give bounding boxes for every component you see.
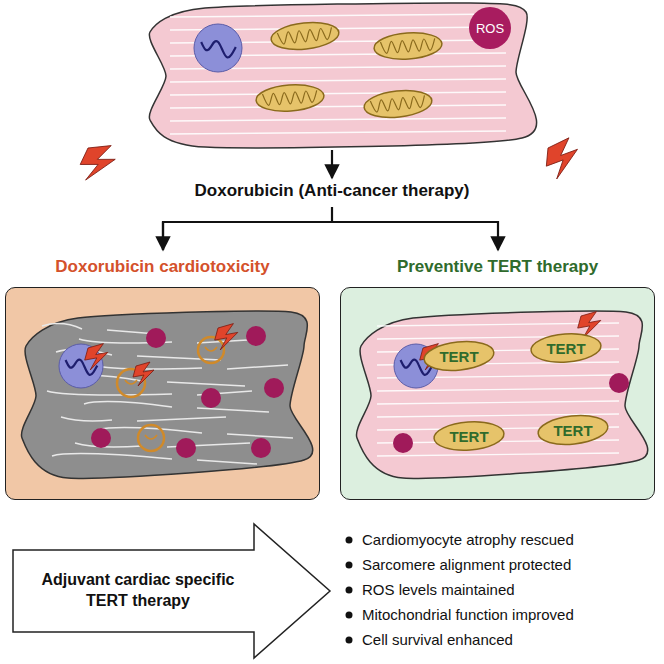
tert-mitochondrion: TERT xyxy=(423,341,495,371)
bullets xyxy=(346,537,353,644)
outcome-bullet: Cell survival enhanced xyxy=(362,631,513,648)
tert-label: TERT xyxy=(546,340,585,357)
outcome-bullet: ROS levels maintained xyxy=(362,581,515,598)
outcome-bullet: Mitochondrial function improved xyxy=(362,606,574,623)
outcome-bullet: Cardiomyocyte atrophy rescued xyxy=(362,531,574,548)
tert-label: TERT xyxy=(449,428,488,445)
tert-mitochondrion: TERT xyxy=(530,333,602,363)
panel-cell xyxy=(6,288,321,501)
arrow-shape xyxy=(12,522,332,660)
cardiomyocyte xyxy=(149,3,536,148)
treatment-label: Doxorubicin (Anti-cancer therapy) xyxy=(0,181,664,201)
lightning-bolts xyxy=(78,137,582,185)
panel-heading: Preventive TERT therapy xyxy=(341,257,654,277)
tert-label: TERT xyxy=(439,348,478,365)
tert-mitochondrion: TERT xyxy=(537,415,609,445)
ros-circle: ROS xyxy=(468,6,512,50)
therapy-arrow: Adjuvant cardiac specific TERT therapy xyxy=(12,522,332,660)
result-panel: Preventive TERT therapyTERTTERTTERTTERT xyxy=(340,287,655,500)
tert-label: TERT xyxy=(553,422,592,439)
panel-cell xyxy=(341,288,656,501)
panel-heading: Doxorubicin cardiotoxicity xyxy=(6,257,319,277)
result-panel: Doxorubicin cardiotoxicity xyxy=(5,287,320,500)
ros-label: ROS xyxy=(476,21,504,36)
outcome-bullet: Sarcomere alignment protected xyxy=(362,556,571,573)
tert-mitochondrion: TERT xyxy=(433,421,505,451)
arrow-text: Adjuvant cardiac specific TERT therapy xyxy=(22,522,254,660)
